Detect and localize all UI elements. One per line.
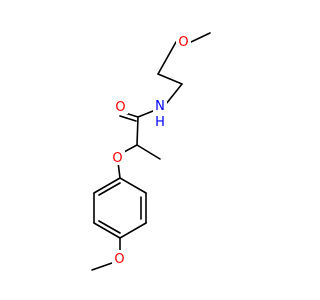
bond-n-c-amide	[137, 110, 154, 118]
atom-oxygen-bottom: O	[114, 252, 124, 267]
bond-o-top-ch2	[157, 41, 177, 75]
molecule-diagram: O N H O O O	[91, 32, 211, 271]
atom-nitrogen-hydrogen: H	[155, 115, 165, 130]
bond-ch-ch3	[136, 144, 161, 160]
bond-ch2-n	[165, 83, 183, 105]
atom-label-layer: O N H O O O	[110, 33, 191, 267]
bond-ring-4	[93, 222, 121, 239]
atom-oxygen-top: O	[178, 35, 188, 50]
bond-c-o-double-2	[119, 115, 137, 122]
bond-ch3-o-top	[190, 32, 211, 43]
bond-o-bottom-ch3	[91, 262, 113, 271]
atom-oxygen-carbonyl: O	[115, 100, 125, 115]
bond-ring-inner-2	[98, 220, 121, 234]
bond-ch2-ch2	[157, 73, 183, 85]
bond-ring-6	[93, 177, 121, 194]
bond-ring-3	[119, 222, 147, 239]
bond-ring-1	[119, 177, 147, 194]
bond-c-ch	[136, 116, 139, 146]
bond-ring-inner-3	[98, 182, 121, 196]
atom-oxygen-ether: O	[112, 151, 122, 166]
bond-layer	[91, 32, 211, 271]
bond-ch-o-ether	[123, 144, 138, 153]
atom-nitrogen: N	[155, 99, 165, 114]
